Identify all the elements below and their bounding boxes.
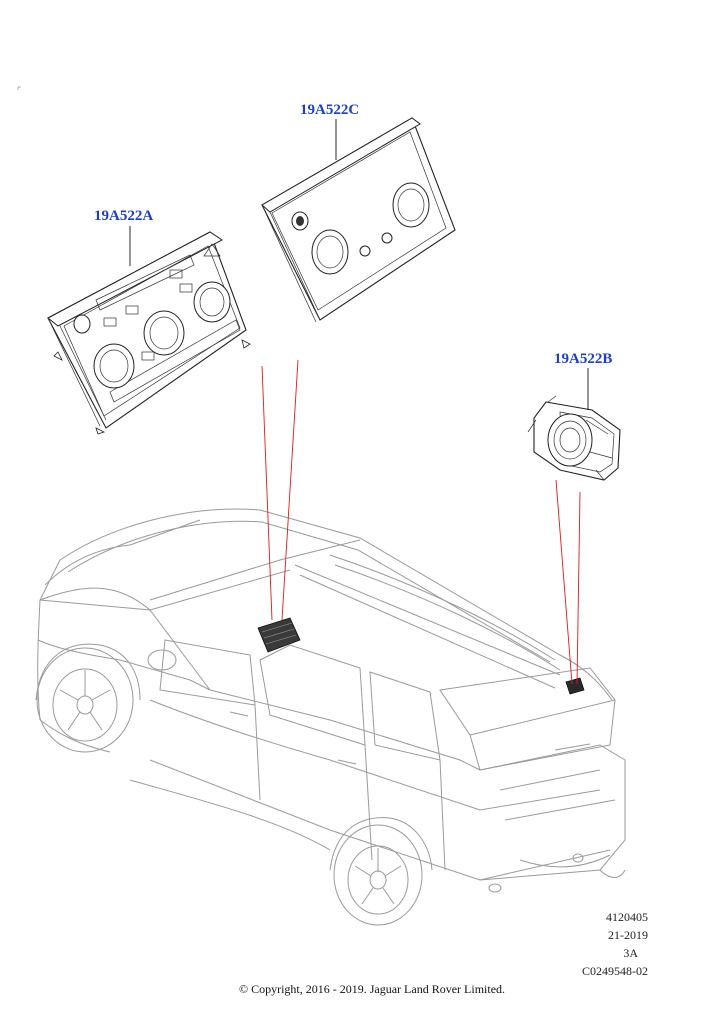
copyright-notice: © Copyright, 2016 - 2019. Jaguar Land Ro… [238,982,506,996]
callout-19a522a[interactable]: 19A522A [94,208,154,224]
installed-part-rear [565,677,585,695]
part-19a522c-drawing [261,117,456,323]
illustration-code: C0249548-02 [582,964,648,978]
corner-mark [17,86,21,90]
illustration-date: 21-2019 [608,928,648,942]
part-19a522b-drawing [527,395,621,481]
leader-lines-red [261,359,581,685]
illustration-revision: 3A [623,946,638,960]
callout-19a522c[interactable]: 19A522C [300,102,360,118]
illustration-number: 4120405 [606,910,648,924]
installed-part-front [257,617,301,653]
vehicle-outline [35,508,626,926]
part-19a522a-drawing [47,231,251,435]
callout-19a522b[interactable]: 19A522B [554,351,613,367]
